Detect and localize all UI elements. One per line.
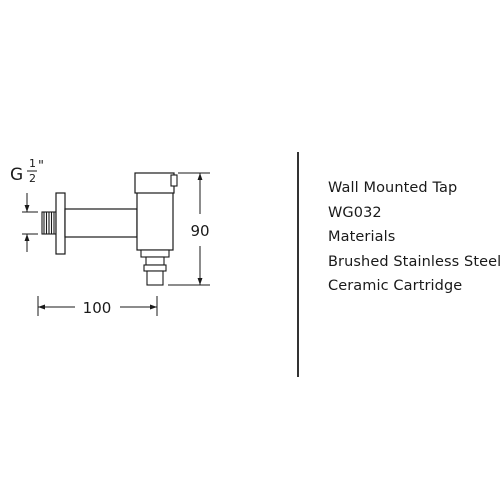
- valve-housing: [136, 189, 174, 251]
- cartridge-type: Ceramic Cartridge: [328, 278, 463, 294]
- materials-heading: Materials: [328, 229, 396, 245]
- product-name: Wall Mounted Tap: [328, 180, 458, 196]
- wall-flange: [55, 192, 66, 255]
- width-dimension: [37, 296, 158, 316]
- thread-suffix: ": [38, 159, 44, 174]
- technical-drawing: G 1 2 " 90: [10, 157, 210, 317]
- material-finish: Brushed Stainless Steel: [328, 253, 500, 270]
- hose-outlet: [140, 249, 170, 286]
- thread-dimension: [22, 193, 38, 252]
- tap-body: [64, 208, 138, 238]
- thread-prefix: G: [10, 165, 23, 185]
- spec-list: Wall Mounted Tap WG032 Materials Brushed…: [328, 176, 500, 299]
- product-code: WG032: [328, 204, 382, 221]
- thread-numerator: 1: [29, 157, 36, 170]
- height-dimension-value: 90: [190, 222, 209, 240]
- width-dimension-value: 100: [83, 299, 112, 317]
- height-dimension: [168, 172, 210, 286]
- handle-lever: [170, 174, 178, 187]
- divider: [297, 152, 299, 377]
- thread-size-label: G 1 2 ": [10, 157, 44, 185]
- tap-handle: [134, 172, 175, 194]
- threaded-connector: [41, 211, 57, 235]
- thread-denominator: 2: [29, 172, 36, 185]
